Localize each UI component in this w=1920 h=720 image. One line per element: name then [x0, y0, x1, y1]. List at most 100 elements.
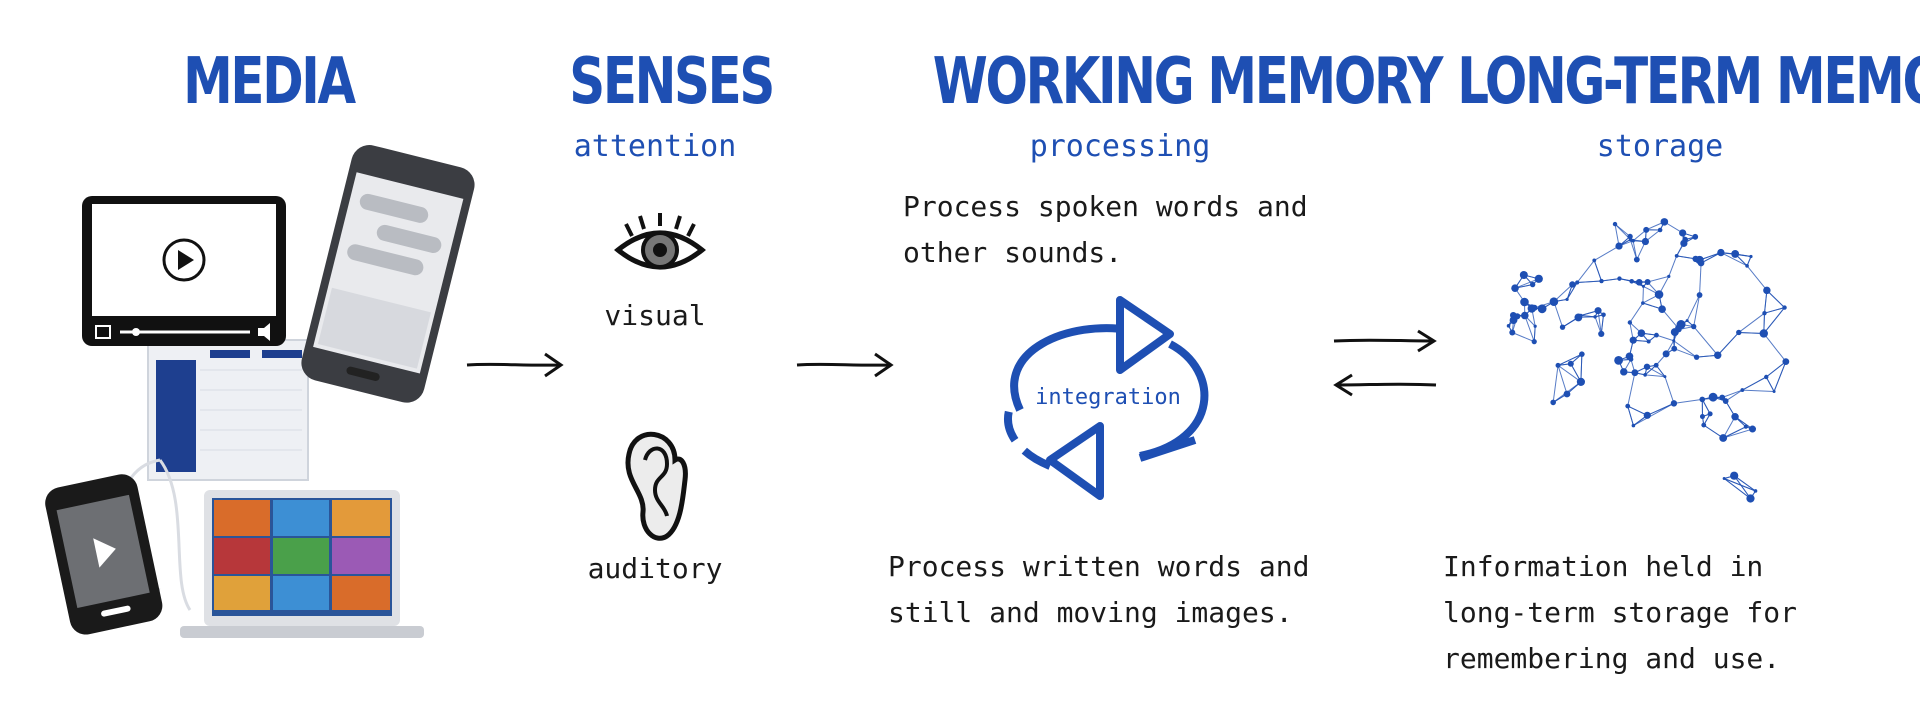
network-link [1742, 376, 1767, 391]
network-node [1559, 324, 1566, 330]
network-node [1714, 351, 1722, 359]
ear-icon [625, 431, 688, 541]
network-node [1654, 290, 1664, 299]
network-link [1627, 372, 1636, 407]
network-node [1722, 398, 1729, 404]
network-link [1765, 361, 1787, 378]
network-node [1617, 276, 1622, 281]
long-term-memory-subtitle: storage [1596, 129, 1724, 164]
network-node [1506, 324, 1511, 328]
network-node [1719, 434, 1728, 442]
brain-network-icon [1506, 218, 1790, 503]
network-link [1629, 239, 1638, 260]
network-node [1631, 238, 1635, 243]
network-node [1782, 358, 1790, 366]
network-node [1670, 400, 1678, 407]
network-node [1569, 281, 1576, 288]
network-link [1673, 398, 1703, 404]
network-link [1593, 260, 1602, 282]
network-node [1627, 320, 1633, 325]
senses-title: SENSES [569, 45, 775, 119]
network-node [1641, 301, 1645, 305]
network-node [1635, 278, 1643, 286]
network-link [1566, 282, 1578, 300]
working-memory-subtitle: processing [1029, 129, 1211, 164]
network-node [1509, 329, 1516, 336]
network-node [1643, 226, 1650, 233]
network-node [1643, 411, 1651, 419]
media-title: MEDIA [183, 45, 356, 119]
network-node [1527, 304, 1537, 313]
network-link [1764, 307, 1785, 314]
network-link [1765, 376, 1775, 392]
network-link [1661, 308, 1679, 329]
network-link [1723, 478, 1756, 492]
network-node [1753, 489, 1758, 493]
network-node [1697, 259, 1705, 267]
network-node [1631, 369, 1639, 377]
network-link [1722, 416, 1736, 439]
network-node [1740, 388, 1745, 392]
network-link [1722, 426, 1747, 439]
network-node [1615, 242, 1623, 250]
network-link [1720, 252, 1748, 267]
network-node [1601, 312, 1606, 318]
network-node [1628, 237, 1632, 242]
network-link [1553, 301, 1564, 328]
network-link [1552, 365, 1559, 403]
smartphone-icon [301, 145, 475, 403]
eye-icon [614, 213, 706, 270]
network-node [1749, 425, 1757, 433]
network-node [1555, 362, 1561, 368]
network-node [1692, 255, 1699, 263]
network-link [1738, 312, 1765, 333]
network-node [1519, 270, 1528, 279]
network-node [1576, 377, 1586, 386]
network-node [1717, 248, 1725, 257]
network-link [1656, 334, 1674, 342]
network-link [1647, 402, 1675, 416]
network-link [1614, 224, 1620, 247]
network-node [1764, 374, 1769, 380]
network-link [1644, 364, 1657, 376]
network-node [1565, 297, 1569, 301]
network-node [1633, 256, 1640, 263]
tablet-table-icon [147, 339, 309, 481]
network-link [1557, 364, 1582, 383]
network-node [1629, 278, 1634, 284]
network-link [1722, 389, 1743, 398]
network-node [1782, 305, 1787, 310]
network-link [1676, 255, 1696, 260]
network-node [1680, 239, 1688, 247]
network-node [1641, 237, 1649, 246]
network-link [1664, 376, 1675, 404]
network-node [1762, 310, 1767, 316]
network-node [1690, 323, 1697, 330]
network-node [1575, 280, 1580, 285]
network-node [1521, 311, 1529, 320]
network-node [1667, 274, 1671, 278]
text-line: other sounds. [903, 236, 1123, 269]
integration-cycle-icon: integration [1004, 296, 1209, 500]
network-link [1557, 365, 1568, 395]
network-node [1594, 307, 1602, 315]
network-link [1629, 302, 1644, 323]
visual-label: visual [604, 299, 706, 332]
working-memory-title: WORKING MEMORY [932, 45, 1444, 119]
network-node [1625, 403, 1631, 409]
network-link [1693, 294, 1701, 327]
network-link [1766, 290, 1785, 308]
network-node [1731, 250, 1740, 258]
network-node [1722, 476, 1726, 480]
network-node [1579, 351, 1585, 357]
network-node [1707, 411, 1713, 417]
network-link [1600, 314, 1605, 334]
network-node [1654, 332, 1659, 338]
network-link [1580, 315, 1596, 318]
text-line: long-term storage for [1443, 596, 1798, 629]
network-node [1531, 339, 1537, 345]
arrow-right-icon [796, 352, 894, 378]
network-node [1653, 362, 1659, 368]
network-node [1731, 413, 1739, 421]
text-line: still and moving images. [888, 596, 1293, 629]
